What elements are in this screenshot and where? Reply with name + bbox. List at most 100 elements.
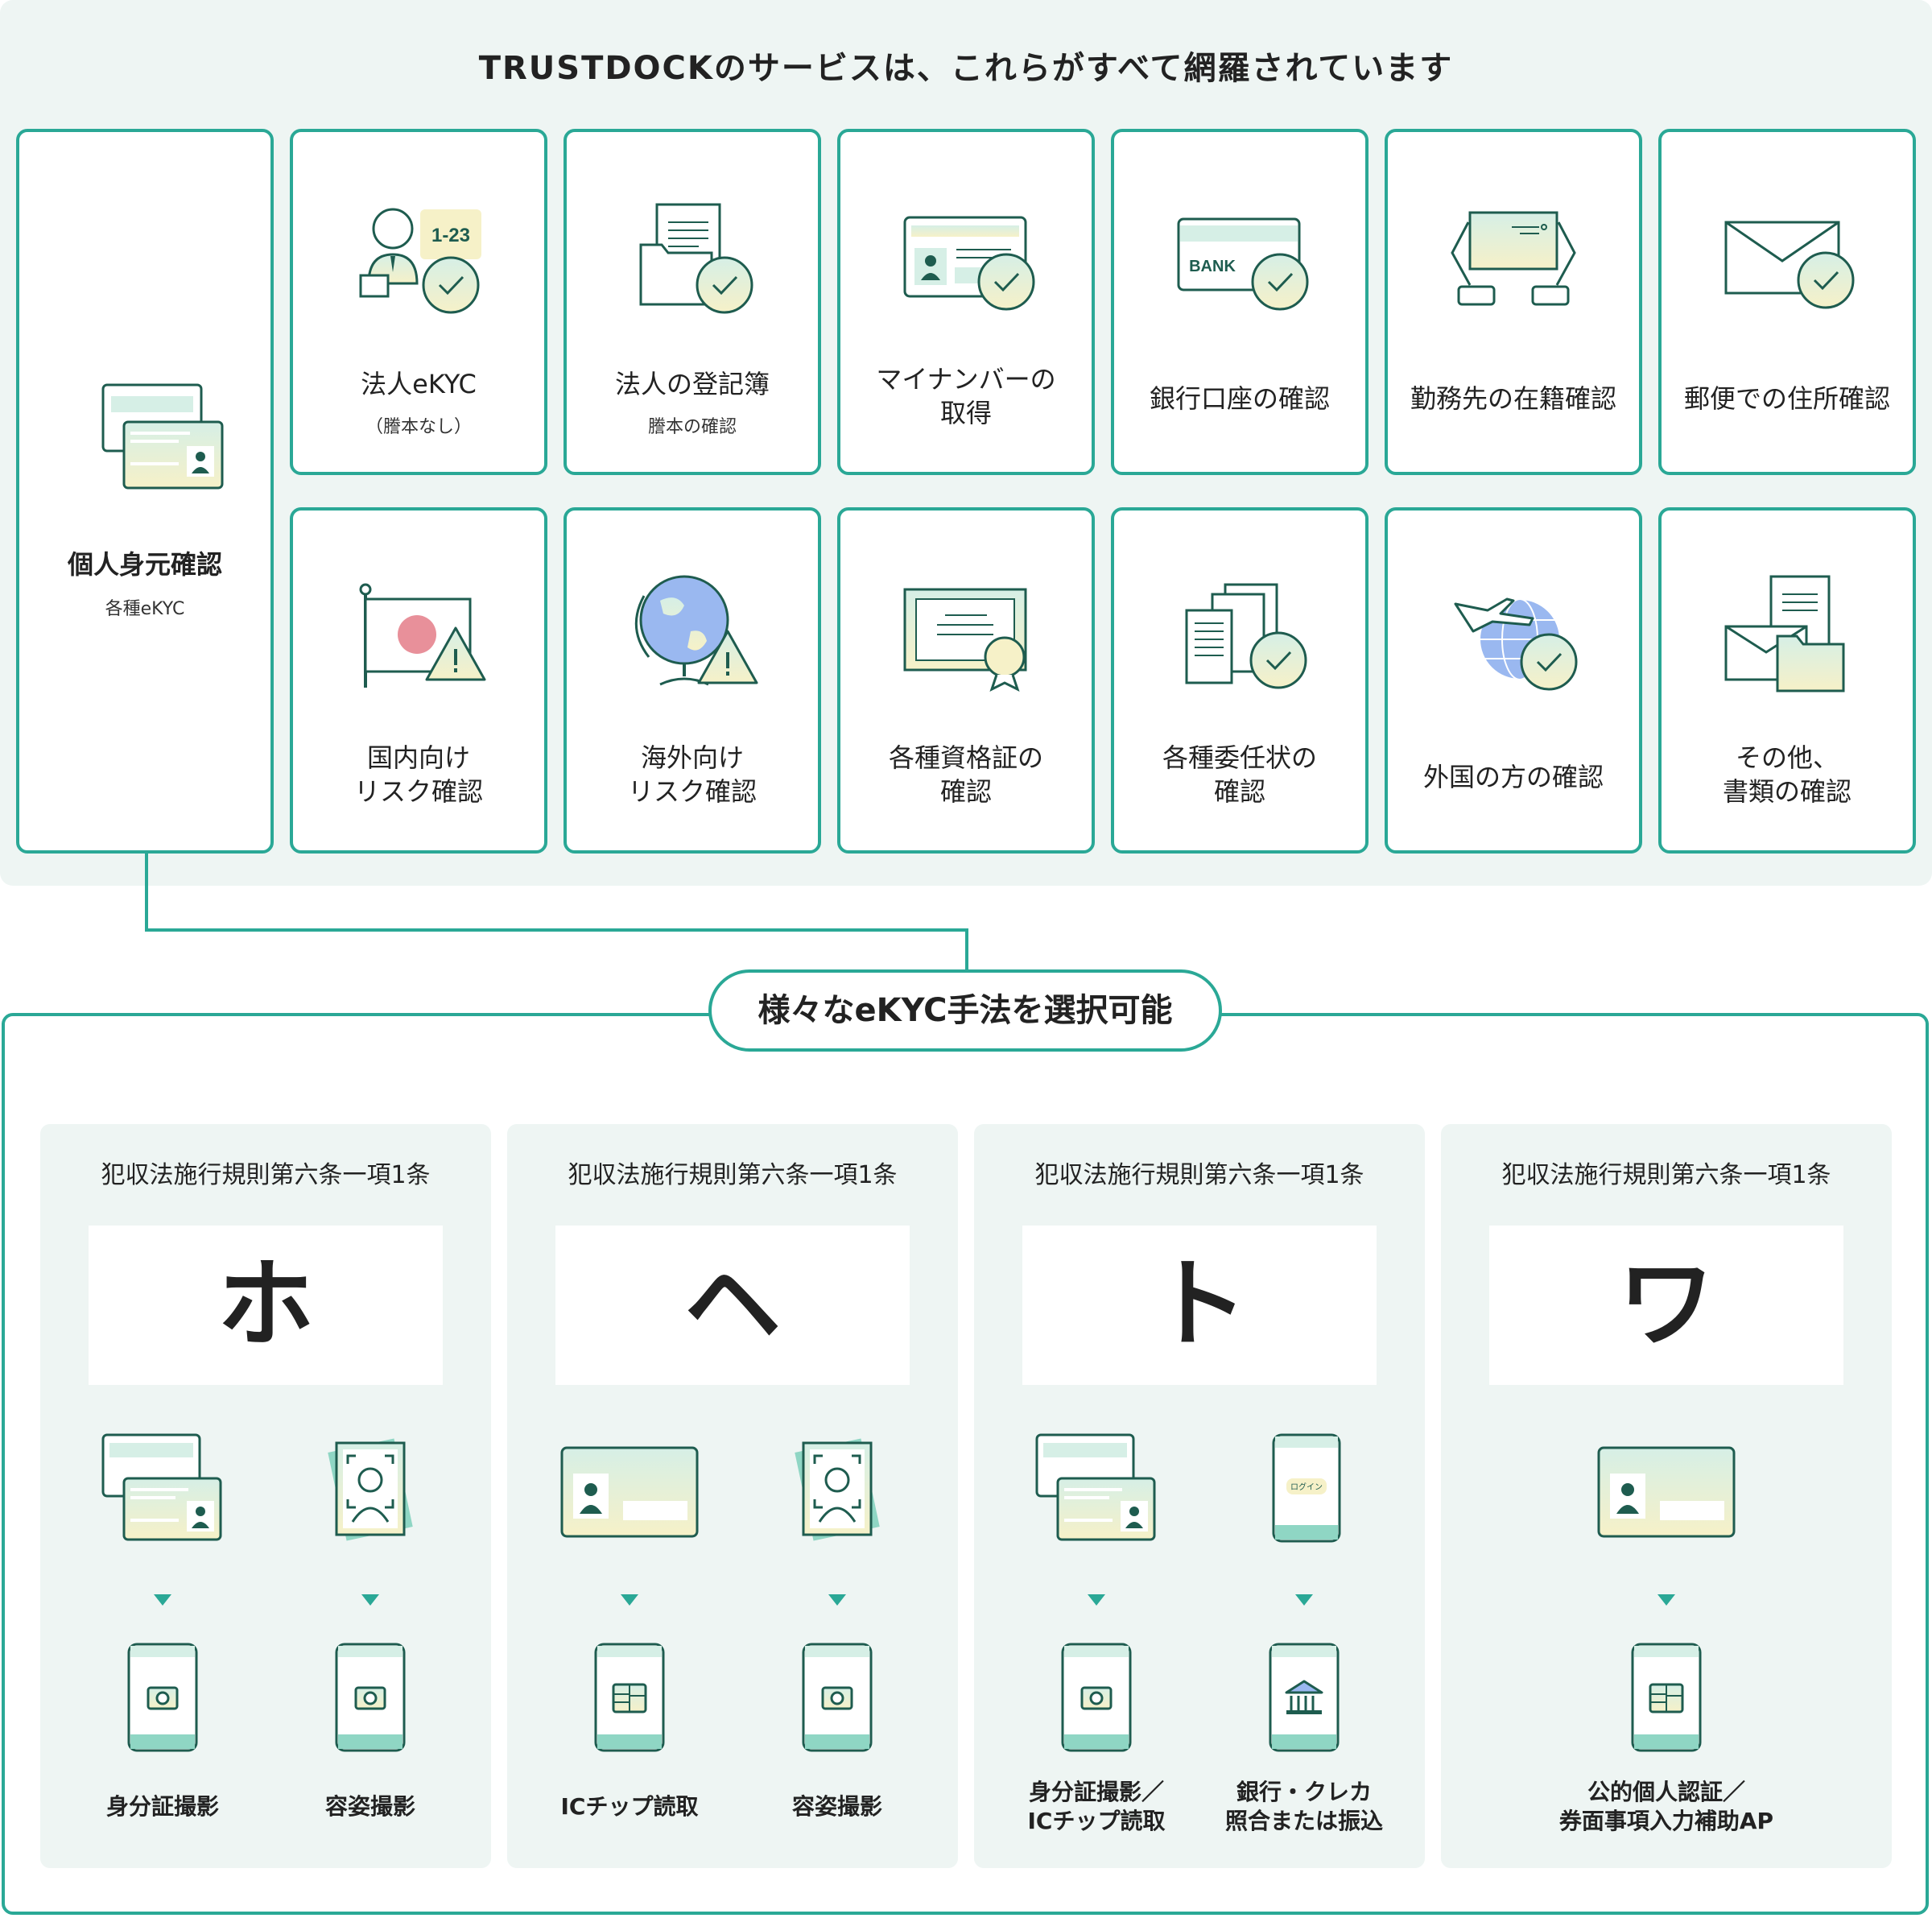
face-photo-icon: [795, 1438, 880, 1541]
method-label: 容姿撮影: [324, 1793, 415, 1820]
law-reference: 犯収法施行規則第六条一項1条: [1501, 1161, 1831, 1189]
down-arrow-icon: [1657, 1594, 1675, 1606]
id-cards-icon: [1035, 1433, 1156, 1541]
personal-id-label: 個人身元確認: [67, 549, 222, 580]
phone-bank-icon: [1269, 1643, 1340, 1752]
service-label: 外国の方の確認: [1422, 762, 1604, 792]
personal-id-card[interactable]: 個人身元確認 各種eKYC: [16, 129, 274, 854]
badge-text: 1-23: [431, 225, 470, 246]
employment-card-icon: [1451, 211, 1576, 306]
globe-warning-icon: [634, 575, 758, 686]
method-kana-box: ト: [1022, 1226, 1377, 1385]
service-card[interactable]: BANK 銀行口座の確認: [1111, 129, 1368, 475]
service-card[interactable]: 勤務先の在籍確認: [1385, 129, 1642, 475]
warning-icon: [697, 630, 758, 684]
down-arrow-icon: [154, 1594, 171, 1606]
method-kana: ホ: [217, 1249, 314, 1361]
phone-ic-chip-icon: [594, 1643, 665, 1752]
service-label: 勤務先の在籍確認: [1410, 383, 1616, 414]
page-title: TRUSTDOCKのサービスは、これらがすべて網羅されています: [478, 50, 1454, 87]
phone-camera-icon: [802, 1643, 873, 1752]
id-cards-icon: [101, 383, 224, 490]
service-label: その他、 書類の確認: [1722, 742, 1852, 807]
check-badge-icon: [1520, 633, 1578, 691]
check-badge-icon: [1251, 253, 1309, 311]
service-label: 各種資格証の 確認: [888, 742, 1043, 807]
mynumber-card-icon: [903, 216, 1035, 311]
method-label: 銀行・クレカ 照合または振込: [1224, 1779, 1383, 1834]
documents-icon: [1185, 583, 1307, 689]
method-column: 犯収法施行規則第六条一項1条 ワ 公的個人認証／ 券面事項入力補助AP: [1441, 1124, 1892, 1868]
id-card-icon: [560, 1446, 699, 1538]
service-label: 銀行口座の確認: [1149, 383, 1330, 414]
corporate-registry-icon: [639, 203, 753, 314]
japan-flag-warning-icon: [359, 583, 486, 688]
down-arrow-icon: [361, 1594, 379, 1606]
method-label: 容姿撮影: [791, 1793, 882, 1820]
method-kana-box: ヘ: [555, 1226, 910, 1385]
service-sub: 謄本の確認: [647, 417, 737, 437]
check-badge-icon: [696, 256, 753, 314]
service-label: 各種委任状の 確認: [1162, 742, 1317, 807]
service-card[interactable]: 法人の登記簿謄本の確認: [564, 129, 821, 475]
check-badge-icon: [977, 253, 1035, 311]
service-label: 法人の登記簿: [614, 369, 770, 399]
check-badge-icon: [1797, 251, 1855, 309]
check-badge-icon: [1249, 631, 1307, 689]
method-kana: ト: [1151, 1249, 1248, 1361]
bank-card-icon: BANK: [1177, 217, 1309, 311]
face-photo-icon: [328, 1438, 413, 1541]
service-label: 海外向け リスク確認: [627, 742, 757, 807]
bank-badge-text: BANK: [1189, 258, 1236, 275]
id-cards-icon: [101, 1433, 222, 1541]
personal-id-sub: 各種eKYC: [105, 599, 185, 619]
mail-envelope-icon: [1724, 221, 1855, 309]
law-reference: 犯収法施行規則第六条一項1条: [568, 1161, 898, 1189]
service-card[interactable]: マイナンバーの 取得: [837, 129, 1095, 475]
service-label: 国内向け リスク確認: [353, 742, 483, 807]
warning-icon: [425, 626, 486, 681]
envelope-folder-icon: [1724, 575, 1845, 692]
service-card[interactable]: 各種委任状の 確認: [1111, 507, 1368, 854]
down-arrow-icon: [828, 1594, 846, 1606]
phone-camera-icon: [335, 1643, 406, 1752]
service-sub: （謄本なし）: [365, 417, 472, 437]
check-badge-icon: [422, 256, 480, 314]
method-kana-box: ワ: [1489, 1226, 1843, 1385]
service-label: 法人eKYC: [361, 369, 477, 399]
phone-ic-chip-icon: [1631, 1643, 1702, 1752]
method-column: 犯収法施行規則第六条一項1条 ヘ ICチップ読取 容姿撮影: [507, 1124, 958, 1868]
phone-camera-icon: [1061, 1643, 1132, 1752]
id-card-icon: [1597, 1446, 1736, 1538]
airplane-globe-icon: [1454, 597, 1578, 691]
method-label: 身分証撮影: [105, 1793, 219, 1820]
phone-camera-icon: [127, 1643, 198, 1752]
method-kana: ヘ: [684, 1249, 781, 1361]
down-arrow-icon: [621, 1594, 638, 1606]
service-card[interactable]: 各種資格証の 確認: [837, 507, 1095, 854]
service-card[interactable]: その他、 書類の確認: [1658, 507, 1916, 854]
down-arrow-icon: [1088, 1594, 1105, 1606]
method-column: 犯収法施行規則第六条一項1条 ト 身分証撮影／ ICチップ読取 ログイン 銀行・…: [974, 1124, 1425, 1868]
down-arrow-icon: [1295, 1594, 1313, 1606]
method-label: 公的個人認証／ 券面事項入力補助AP: [1558, 1779, 1774, 1834]
connector-line: [145, 852, 968, 971]
method-label: 身分証撮影／ ICチップ読取: [1027, 1779, 1166, 1834]
corporate-ekyc-icon: 1-23: [359, 208, 481, 314]
service-label: 郵便での住所確認: [1683, 383, 1890, 414]
service-label: マイナンバーの 取得: [876, 364, 1056, 428]
phone-login-icon: ログイン: [1272, 1433, 1341, 1543]
service-card[interactable]: 1-23 法人eKYC （謄本なし）: [290, 129, 547, 475]
law-reference: 犯収法施行規則第六条一項1条: [101, 1161, 431, 1189]
service-card[interactable]: 郵便での住所確認: [1658, 129, 1916, 475]
service-card[interactable]: 海外向け リスク確認: [564, 507, 821, 854]
certificate-icon: [903, 588, 1027, 692]
method-column: 犯収法施行規則第六条一項1条 ホ 身分証撮影 容姿撮影: [40, 1124, 491, 1868]
method-kana: ワ: [1618, 1249, 1715, 1361]
method-label: ICチップ読取: [560, 1793, 699, 1820]
service-card[interactable]: 国内向け リスク確認: [290, 507, 547, 854]
login-text: ログイン: [1290, 1482, 1323, 1492]
law-reference: 犯収法施行規則第六条一項1条: [1034, 1161, 1364, 1189]
methods-title: 様々なeKYC手法を選択可能: [708, 969, 1222, 1052]
service-card[interactable]: 外国の方の確認: [1385, 507, 1642, 854]
